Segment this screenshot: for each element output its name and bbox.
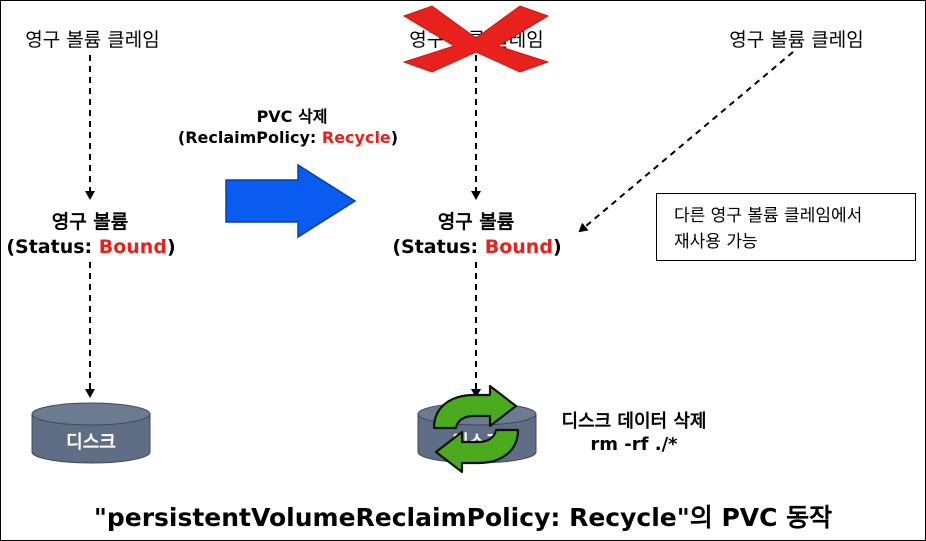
right-volume-title: 영구 볼륨 bbox=[437, 211, 515, 233]
left-volume-status: (Status: Bound) bbox=[6, 236, 176, 258]
action-title: PVC 삭제 bbox=[256, 107, 328, 126]
left-volume-title: 영구 볼륨 bbox=[51, 211, 129, 233]
scrub-command: rm -rf ./* bbox=[590, 434, 678, 455]
reuse-note-box: 다른 영구 볼륨 클레임에서 재사용 가능 bbox=[656, 193, 916, 261]
action-policy: (ReclaimPolicy: Recycle) bbox=[177, 128, 399, 147]
reuse-note-line2: 재사용 가능 bbox=[674, 232, 758, 252]
reuse-note-line1: 다른 영구 볼륨 클레임에서 bbox=[674, 206, 863, 226]
right-volume-status: (Status: Bound) bbox=[392, 236, 562, 258]
diagram-caption: "persistentVolumeReclaimPolicy: Recycle"… bbox=[93, 503, 833, 532]
left-disk-icon bbox=[31, 402, 151, 464]
left-status-value: Bound bbox=[98, 236, 167, 258]
new-claim-to-volume-arrow bbox=[578, 51, 794, 233]
red-x-cross-icon bbox=[402, 5, 550, 73]
scrub-label: 디스크 데이터 삭제 bbox=[561, 411, 707, 432]
right-status-value: Bound bbox=[484, 236, 553, 258]
left-claim-label: 영구 볼륨 클레임 bbox=[25, 29, 160, 51]
delete-action-arrow bbox=[225, 163, 357, 239]
recycle-arrows-icon bbox=[432, 384, 520, 474]
new-claim-label: 영구 볼륨 클레임 bbox=[729, 29, 864, 51]
action-policy-value: Recycle bbox=[321, 128, 391, 147]
left-disk-label: 디스크 bbox=[66, 432, 116, 453]
